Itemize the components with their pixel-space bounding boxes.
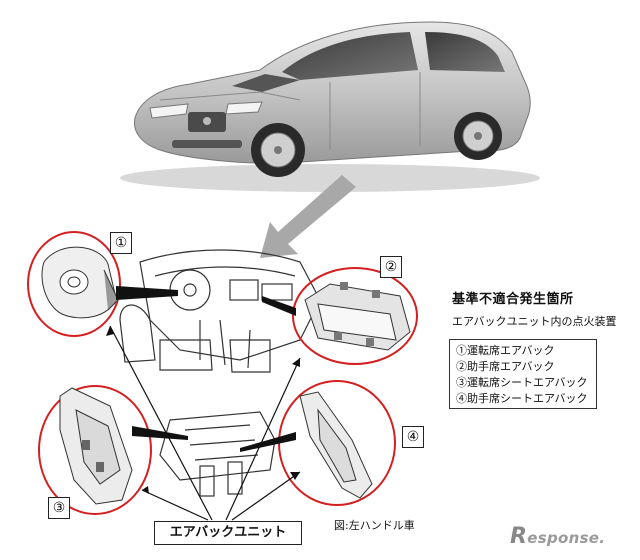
down-arrow-icon	[260, 175, 356, 258]
legend-item: ②助手席エアバック	[456, 360, 555, 373]
dashboard-drawing	[119, 249, 321, 373]
seat-interior-drawing	[159, 411, 276, 497]
legend-item: ③運転席シートエアバック	[456, 376, 588, 389]
connector-wedges	[116, 286, 296, 452]
logo-text: esponse.	[527, 529, 606, 547]
airbag-unit-label: エアバックユニット	[154, 521, 302, 545]
marker-2-label: ②	[380, 256, 402, 278]
section-subheading: エアバックユニット内の点火装置	[452, 315, 617, 328]
marker-3-label: ③	[48, 497, 70, 519]
legend-item: ④助手席シートエアバック	[456, 392, 588, 405]
car-illustration	[120, 21, 540, 192]
part-driver-seat-airbag	[59, 387, 133, 505]
leader-arrowheads	[106, 326, 300, 494]
highlight-passenger-airbag	[292, 267, 418, 365]
legend-item: ①運転席エアバック	[456, 344, 555, 357]
marker-1-label: ①	[110, 232, 132, 254]
response-logo: Response.	[510, 524, 605, 549]
highlight-driver-seat-airbag	[38, 385, 152, 515]
figure-caption: 図:左ハンドル車	[334, 519, 415, 532]
section-heading: 基準不適合発生箇所	[452, 292, 574, 307]
marker-4-label: ④	[402, 426, 424, 448]
leader-lines	[109, 325, 301, 521]
logo-initial: R	[510, 524, 528, 549]
part-passenger-seat-airbag	[299, 391, 373, 499]
part-driver-airbag	[41, 246, 119, 319]
legend-box: ①運転席エアバック ②助手席エアバック ③運転席シートエアバック ④助手席シート…	[449, 339, 597, 409]
highlight-driver-airbag	[27, 231, 121, 337]
part-passenger-airbag	[304, 282, 411, 351]
